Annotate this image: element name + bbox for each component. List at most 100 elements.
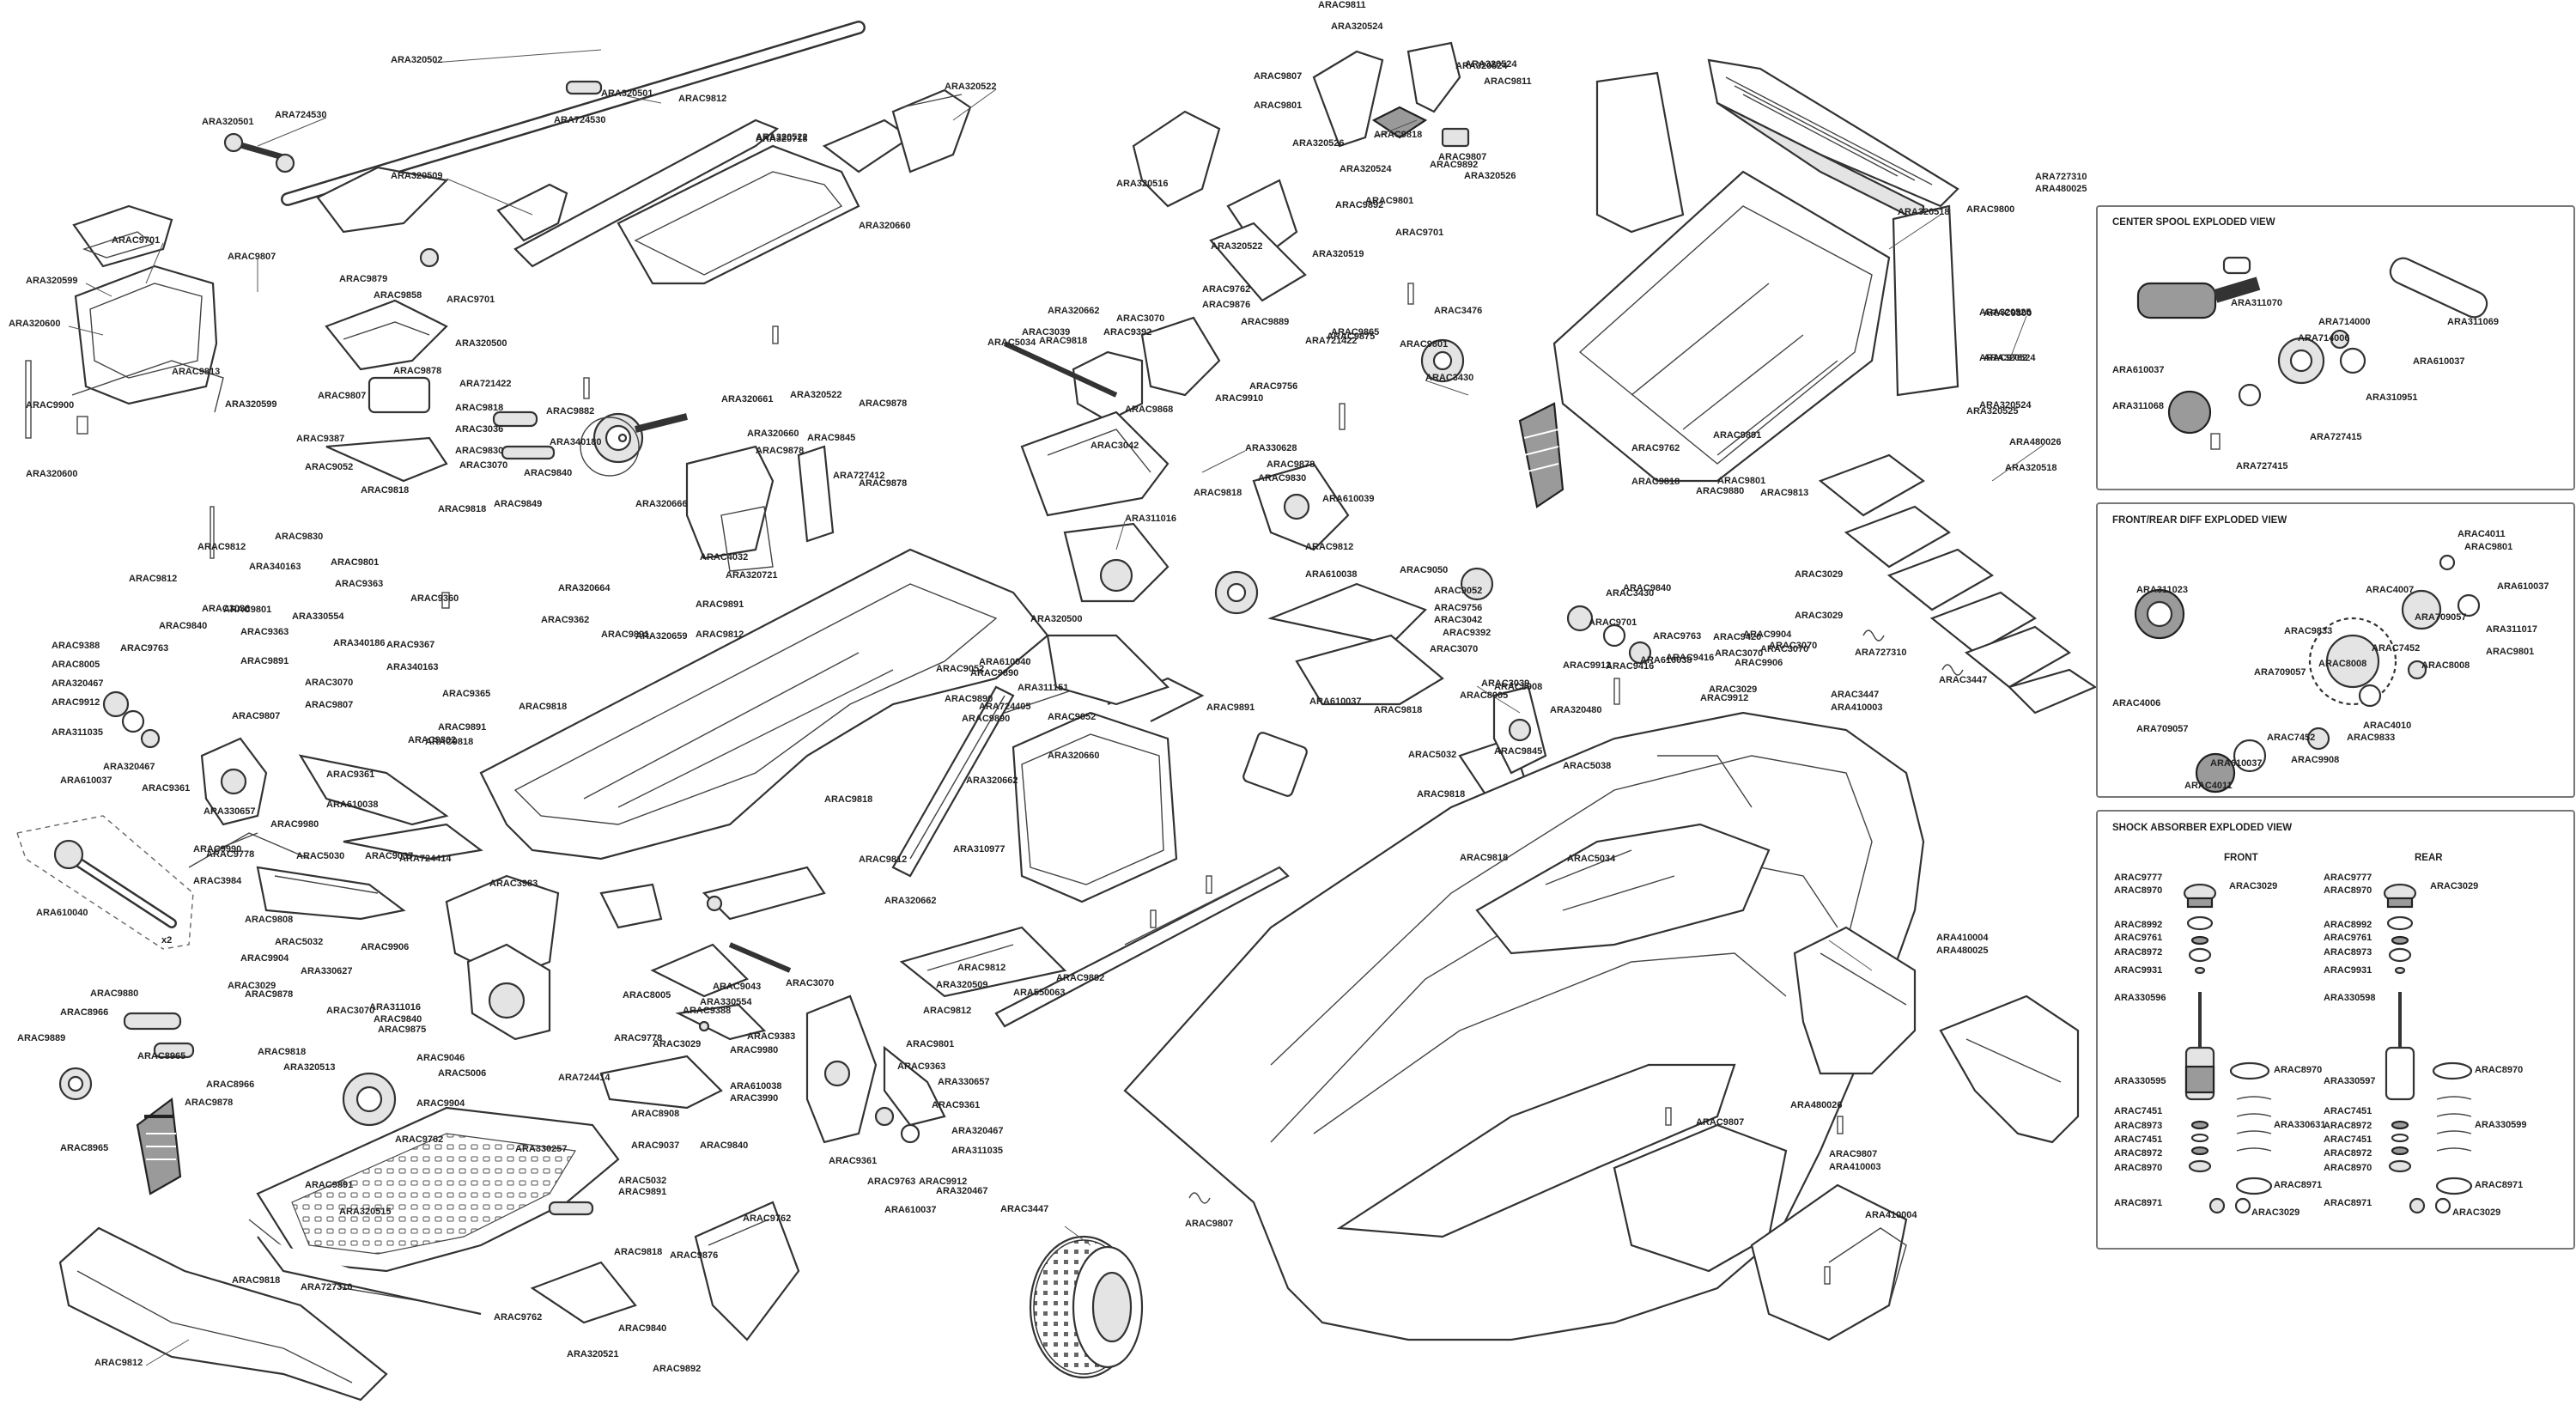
part-callout-label: ARAC9801 (331, 557, 379, 568)
diff-part-label: ARAC4006 (2112, 698, 2160, 708)
part-callout-label: ARAC9878 (1267, 459, 1315, 470)
part-callout-label: ARAC9892 (653, 1364, 701, 1374)
part-callout-label: ARAC9891 (1713, 430, 1761, 441)
part-callout-label: ARAC9762 (395, 1134, 443, 1145)
part-callout-label: ARAC9701 (447, 295, 495, 305)
front-arm-drawing (188, 754, 483, 921)
part-callout-label: ARAC9807 (1254, 71, 1302, 82)
part-callout-label: ARAC9818 (824, 794, 872, 805)
part-callout-label: ARAC9808 (245, 915, 293, 925)
spool-part-label: ARA727415 (2236, 461, 2288, 471)
part-callout-label: ARA330657 (938, 1077, 990, 1087)
part-callout-label: ARA320467 (936, 1186, 988, 1196)
shock-rear-part-label: ARA330598 (2324, 993, 2376, 1003)
part-callout-label: ARAC8966 (60, 1007, 108, 1018)
part-callout-label: ARA320664 (558, 583, 611, 593)
part-callout-label: ARA610040 (979, 657, 1031, 667)
part-callout-label: ARA340186 (333, 638, 386, 648)
shock-front-part-label: ARAC7451 (2114, 1134, 2162, 1145)
part-callout-label: ARAC4032 (700, 552, 748, 563)
part-callout-label: ARAC9904 (240, 953, 289, 964)
rear-diffuser-drawing (1552, 170, 1891, 483)
part-callout-label: ARA410004 (1936, 933, 1989, 943)
leader-line (446, 178, 533, 216)
part-callout-label: ARAC3447 (1000, 1204, 1048, 1214)
part-callout-label: ARAC9416 (1606, 661, 1654, 672)
leader-lines (68, 49, 2044, 1366)
part-callout-label: ARAC9876 (670, 1250, 718, 1261)
part-callout-label: ARAC9763 (867, 1177, 915, 1187)
part-callout-label: ARA320661 (721, 394, 774, 404)
part-callout-label: ARA480025 (1936, 946, 1989, 956)
part-callout-label: ARA480026 (2009, 437, 2062, 447)
part-callout-label: ARAC3039 (1022, 327, 1070, 338)
part-callout-label: ARAC3029 (228, 981, 276, 991)
part-callout-label: ARA610039 (1322, 494, 1375, 504)
part-callout-label: ARA480025 (2035, 184, 2087, 194)
part-callout-label: ARAC9818 (519, 702, 567, 712)
part-callout-label: ARAC9900 (26, 400, 74, 411)
part-callout-label: ARAC9910 (1215, 393, 1263, 404)
diff-part-label: ARAC9908 (2291, 755, 2339, 765)
part-callout-label: ARAC9756 (1249, 381, 1297, 392)
part-callout-label: ARAC5034 (1567, 854, 1616, 864)
part-callout-label: ARAC9812 (197, 542, 246, 552)
part-callout-label: ARA320500 (1030, 614, 1083, 624)
part-callout-label: ARAC9878 (859, 398, 907, 409)
part-callout-label: ARAC9801 (906, 1039, 954, 1049)
part-drawings (16, 21, 2098, 1402)
part-callout-label: ARAC9812 (957, 963, 1005, 973)
diff-part-label: ARAC4011 (2184, 781, 2233, 791)
part-callout-label: ARA320662 (1048, 306, 1100, 316)
part-callout-label: ARAC3430 (1425, 373, 1473, 383)
part-callout-label: ARAC9840 (159, 621, 207, 631)
part-callout-label: ARA724530 (554, 115, 606, 125)
diff-part-label: ARAC9801 (2464, 542, 2512, 552)
part-callout-label: ARAC9904 (1743, 629, 1792, 640)
diff-part-label: ARA610037 (2210, 758, 2263, 769)
shock-front-part-label: ARA330631 (2274, 1120, 2326, 1130)
part-callout-label: ARA721422 (1305, 336, 1358, 346)
part-callout-label: ARAC3070 (459, 460, 507, 471)
part-callout-label: ARA724530 (275, 110, 327, 120)
part-callout-label: ARAC9801 (1400, 339, 1448, 350)
spool-part-label: ARA714000 (2318, 317, 2371, 327)
part-callout-label: ARAC9880 (90, 988, 138, 999)
part-callout-label: ARAC3070 (305, 678, 353, 688)
part-callout-label: ARA320501 (202, 117, 254, 127)
shock-rear-drawing (2383, 883, 2473, 1214)
leader-line (1064, 1225, 1091, 1246)
vent-louvers-drawing (1818, 453, 2098, 715)
part-callout-label: ARAC3036 (455, 424, 503, 435)
shock-rear-part-label: ARAC9931 (2324, 965, 2372, 976)
leader-line (1201, 450, 1246, 473)
part-callout-label: ARA320522 (756, 132, 808, 143)
shock-rear-part-label: ARAC8971 (2475, 1180, 2523, 1190)
front-shock-drawing (58, 1012, 195, 1195)
part-callout-label: ARAC8908 (1494, 682, 1542, 692)
part-callout-label: ARAC9980 (730, 1045, 778, 1055)
part-callout-label: ARA330657 (204, 806, 256, 817)
part-callout-label: ARAC9818 (361, 485, 409, 496)
part-callout-label: ARAC9882 (546, 406, 594, 417)
part-callout-label: ARA320660 (859, 221, 911, 231)
part-callout-label: ARAC9811 (1484, 76, 1532, 87)
diff-part-label: ARAC9833 (2347, 733, 2395, 743)
shock-front-part-label: ARAC8973 (2114, 1121, 2162, 1131)
shock-front-part-label: ARAC7451 (2114, 1106, 2162, 1116)
part-callout-label: ARAC9813 (172, 367, 220, 377)
diff-part-label: ARA311017 (2486, 624, 2537, 635)
part-callout-label: ARA311016 (369, 1002, 421, 1013)
part-callout-label: ARAC9701 (1395, 228, 1443, 238)
shock-front-part-label: ARAC9777 (2114, 873, 2162, 883)
part-callout-label: ARAC9387 (296, 434, 344, 444)
part-callout-label: ARAC9807 (305, 700, 353, 710)
leader-line (1888, 214, 1941, 250)
shock-panel: SHOCK ABSORBER EXPLODED VIEW FRONT REAR (2096, 810, 2575, 1250)
shock-rear-label: REAR (2415, 853, 2443, 863)
servo-saver-drawing (599, 883, 792, 998)
part-callout-label: ARAC9830 (275, 532, 323, 542)
part-callout-label: ARAC9892 (1335, 200, 1383, 210)
part-callout-label: ARAC3036 (202, 604, 250, 614)
